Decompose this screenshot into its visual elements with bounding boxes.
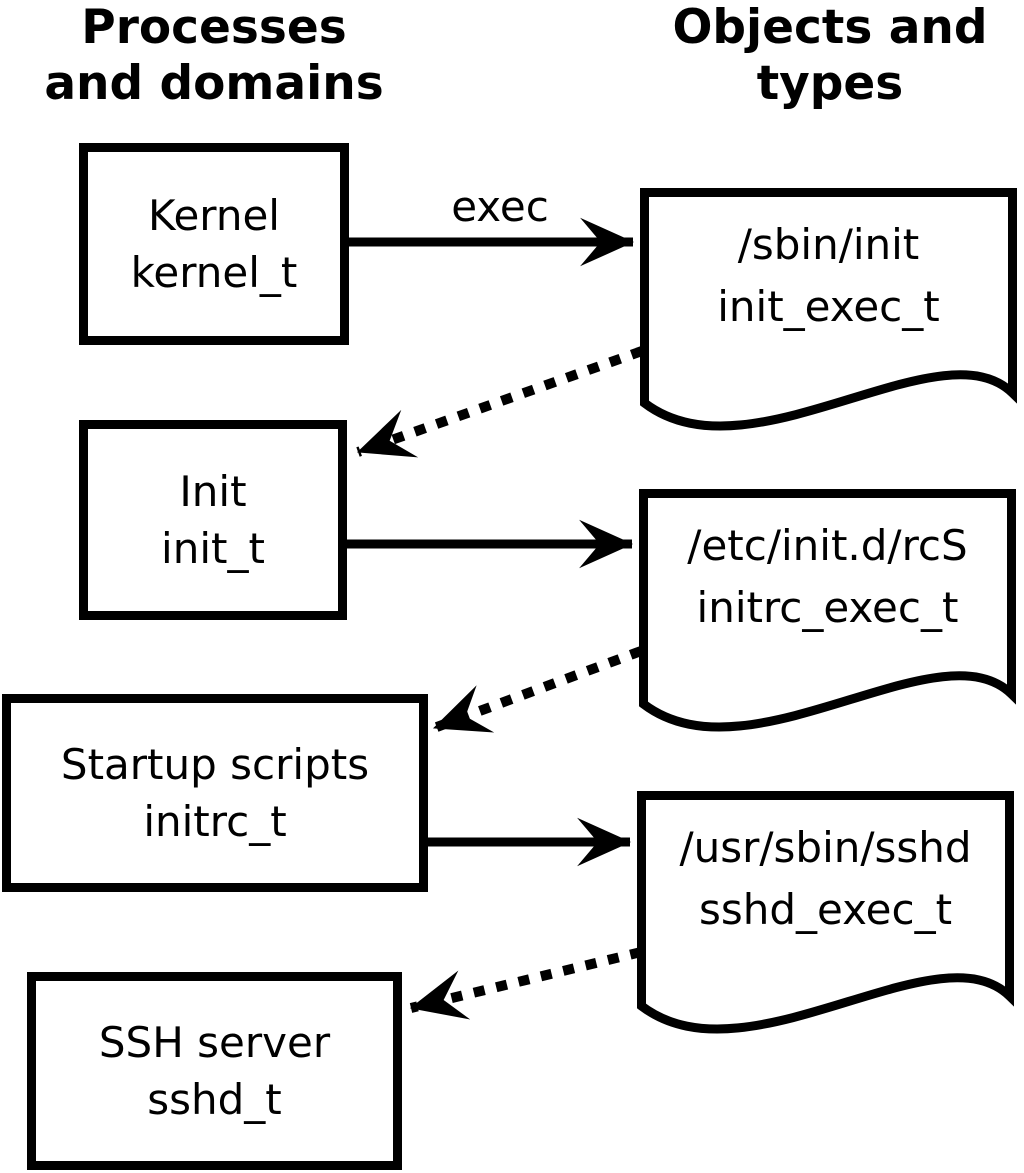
object-type: init_exec_t (717, 282, 940, 331)
process-box-init: Init init_t (79, 420, 347, 620)
object-doc-text: /sbin/init init_exec_t (640, 214, 1017, 338)
process-domain: sshd_t (147, 1075, 282, 1124)
process-box-kernel: Kernel kernel_t (79, 143, 349, 345)
process-domain: kernel_t (130, 248, 298, 297)
object-type: initrc_exec_t (696, 583, 959, 632)
transition-arrow-to-init (356, 346, 644, 458)
process-name: Init (179, 467, 247, 516)
process-box-ssh-server: SSH server sshd_t (27, 972, 402, 1170)
left-column-header: Processes and domains (4, 0, 424, 112)
object-doc-sbin-init: /sbin/init init_exec_t (640, 188, 1017, 438)
transition-arrow-to-sshd (409, 947, 643, 1020)
exec-label: exec (451, 182, 549, 231)
process-name: SSH server (98, 1018, 331, 1067)
transition-arrow-to-initrc (432, 646, 643, 733)
process-box-startup-scripts: Startup scripts initrc_t (2, 694, 428, 892)
left-header-line2: and domains (44, 56, 384, 111)
document-shape (640, 188, 1017, 431)
right-header-line2: types (756, 56, 904, 111)
left-header-line1: Processes (81, 0, 347, 55)
document-shape (637, 791, 1014, 1034)
object-type: sshd_exec_t (698, 885, 953, 934)
process-name: Kernel (148, 191, 280, 240)
object-path: /usr/sbin/sshd (679, 823, 972, 872)
document-shape (639, 489, 1016, 732)
right-header-line1: Objects and (672, 0, 988, 55)
object-doc-text: /usr/sbin/sshd sshd_exec_t (637, 817, 1014, 941)
object-path: /sbin/init (737, 220, 920, 269)
process-name: Startup scripts (60, 740, 370, 789)
right-column-header: Objects and types (620, 0, 1024, 112)
object-doc-text: /etc/init.d/rcS initrc_exec_t (639, 515, 1016, 639)
process-domain: initrc_t (143, 797, 287, 846)
object-path: /etc/init.d/rcS (687, 521, 968, 570)
object-doc-usr-sbin-sshd: /usr/sbin/sshd sshd_exec_t (637, 791, 1014, 1041)
object-doc-etc-initd-rcs: /etc/init.d/rcS initrc_exec_t (639, 489, 1016, 739)
process-domain: init_t (161, 524, 265, 573)
